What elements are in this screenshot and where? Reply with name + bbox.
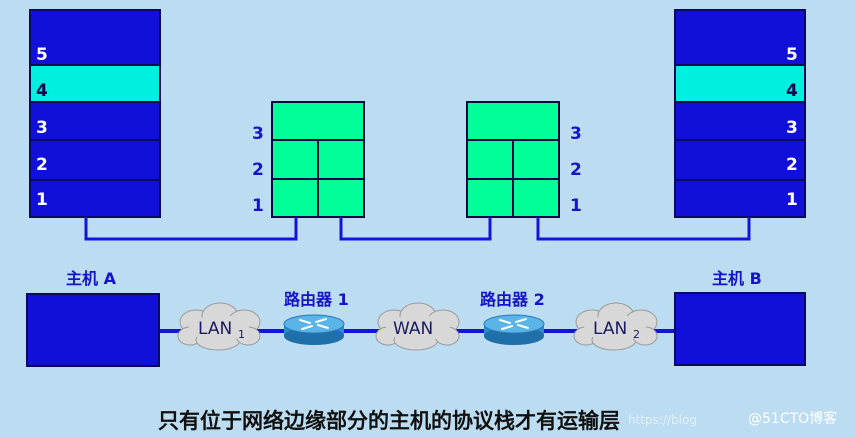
lan2-label: LAN bbox=[593, 319, 627, 339]
host-a-layer-5: 5 bbox=[36, 45, 48, 65]
watermark: @51CTO博客 bbox=[748, 410, 837, 427]
router-2-icon bbox=[483, 314, 545, 345]
router-2-layer-2: 2 bbox=[570, 160, 582, 180]
host-a-box bbox=[26, 293, 160, 367]
host-a-layer-1: 1 bbox=[36, 190, 48, 210]
stack-data-path bbox=[84, 217, 751, 241]
host-a-stack: 5 4 3 2 1 bbox=[29, 9, 161, 218]
router-1-layer-2: 2 bbox=[252, 160, 264, 180]
host-a-label: 主机 A bbox=[66, 269, 117, 288]
host-b-label: 主机 B bbox=[712, 269, 762, 288]
router-1-stack: 3 2 1 bbox=[252, 101, 365, 218]
host-b-box bbox=[674, 292, 806, 366]
router-2-stack: 3 2 1 bbox=[466, 101, 582, 218]
host-b-layer-5: 5 bbox=[786, 45, 798, 65]
host-a-stack-body bbox=[29, 9, 161, 218]
host-b-stack-body bbox=[674, 9, 806, 218]
host-b-layer-2: 2 bbox=[786, 155, 798, 175]
host-a-layer-4: 4 bbox=[36, 81, 48, 101]
host-b-layer-1: 1 bbox=[786, 190, 798, 210]
wan-cloud: WAN bbox=[375, 302, 460, 351]
host-b-stack: 5 4 3 2 1 bbox=[674, 9, 806, 218]
lan1-cloud: LAN 1 bbox=[177, 302, 261, 351]
host-b-transport-layer bbox=[674, 64, 806, 103]
router-2-label: 路由器 2 bbox=[480, 290, 545, 309]
lan2-subscript: 2 bbox=[633, 328, 640, 341]
lan1-label: LAN bbox=[198, 319, 232, 339]
router-1-layer-1: 1 bbox=[252, 196, 264, 216]
router-1-label: 路由器 1 bbox=[284, 290, 349, 309]
router-1-icon bbox=[283, 314, 345, 345]
wan-label: WAN bbox=[393, 319, 433, 339]
host-b-layer-3: 3 bbox=[786, 118, 798, 138]
host-b-layer-4: 4 bbox=[786, 81, 798, 101]
lan2-cloud: LAN 2 bbox=[573, 302, 658, 351]
router-1-layer-3: 3 bbox=[252, 124, 264, 144]
host-a-transport-layer bbox=[29, 64, 161, 103]
watermark-url: https://blog bbox=[628, 413, 697, 427]
host-a-layer-2: 2 bbox=[36, 155, 48, 175]
router-2-layer-1: 1 bbox=[570, 196, 582, 216]
caption: 只有位于网络边缘部分的主机的协议栈才有运输层 bbox=[158, 409, 620, 433]
host-a-layer-3: 3 bbox=[36, 118, 48, 138]
router-2-layer-3: 3 bbox=[570, 124, 582, 144]
lan1-subscript: 1 bbox=[238, 328, 245, 341]
